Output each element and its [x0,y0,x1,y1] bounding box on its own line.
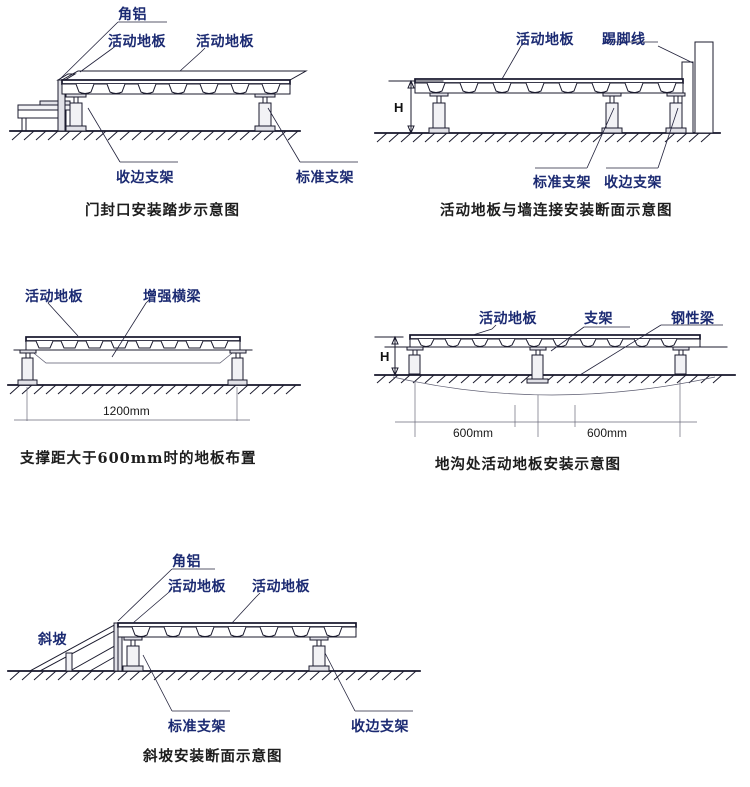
ground-line [7,670,421,681]
figure-trench: H 600mm 600mm [374,285,750,473]
span-left-dimension-label: 600mm [453,426,493,440]
pedestal-standard [601,92,623,134]
raised-floor-panel [60,70,308,95]
leader-lines [47,302,147,358]
raised-floor-panel [13,336,253,351]
leader-lines [59,21,301,163]
height-dimension-label: H [394,100,403,115]
figure-ramp: 角铝 活动地板 活动地板 斜坡 标准支架 收边支架 斜坡安装断面示意图 [0,545,520,765]
caption-trench: 地沟处活动地板安装示意图 [435,456,621,473]
label-raised-floor: 活动地板 [516,31,574,48]
pedestal-middle [526,346,549,384]
pedestal-right [227,349,248,386]
label-reinforced-beam: 增强横梁 [143,288,201,305]
leader-lines [501,45,694,169]
label-skirting: 踢脚线 [602,31,646,48]
label-underlines [47,298,151,304]
height-dimension-group [388,79,444,135]
label-raised-floor: 活动地板 [25,288,83,305]
label-underlines [520,41,658,169]
label-raised-floor-right: 活动地板 [252,578,310,595]
label-raised-floor-left: 活动地板 [168,578,226,595]
leader-lines [472,324,662,376]
ground-line [374,374,736,384]
standard-pedestal-unit [254,93,276,132]
figure-span-1200: 1200mm 活动地板 增强横梁 支撑距大于600mm时的地板布置 [0,275,375,467]
label-standard-pedestal: 标准支架 [532,174,591,191]
raised-floor-panel [117,622,357,638]
pedestal-left [17,349,38,386]
label-edge-pedestal: 收边支架 [604,174,662,191]
raised-floor-panel [384,334,728,348]
label-edge-pedestal: 收边支架 [351,718,409,735]
pedestal-left [406,346,424,375]
label-standard-pedestal: 标准支架 [167,718,226,735]
ground-line [7,384,301,395]
caption-wall-joint: 活动地板与墙连接安装断面示意图 [440,202,673,219]
edge-pedestal-unit [308,636,330,672]
label-raised-floor-left: 活动地板 [108,33,166,50]
ramp-structure [29,622,119,672]
wall-structure [681,41,714,134]
figure-door-step: 角铝 活动地板 活动地板 收边支架 标准支架 门封口安装踏步示意图 [0,0,375,219]
caption-span-1200: 支撑距大于600mm时的地板布置 [20,450,257,467]
label-angle-aluminium: 角铝 [118,6,147,23]
label-underlines [112,21,358,163]
label-edge-pedestal: 收边支架 [116,169,174,186]
standard-pedestal-unit [122,636,144,672]
label-underlines [167,568,413,712]
pedestal-left [428,92,450,134]
span-dimension-group [395,381,697,437]
span-right-dimension-label: 600mm [587,426,627,440]
caption-ramp: 斜坡安装断面示意图 [143,748,283,765]
label-rigid-beam: 钢性梁 [671,310,715,327]
reinforced-beam-element [29,349,237,364]
label-raised-floor-right: 活动地板 [196,33,254,50]
span-dimension-label: 1200mm [103,404,150,418]
leader-lines [117,568,356,712]
caption-door-step: 门封口安装踏步示意图 [85,202,240,219]
height-dimension-label: H [380,349,389,364]
label-ramp: 斜坡 [37,631,67,648]
height-dimension-group [374,335,404,377]
raised-floor-panel [414,78,684,94]
span-dimension-group [14,387,250,421]
label-raised-floor: 活动地板 [479,310,537,327]
label-standard-pedestal: 标准支架 [295,169,354,186]
figure-wall-joint: H 活动地板 踢脚线 标准支架 收边支架 活动地板与墙连接安装断面示意图 [374,0,750,219]
label-angle-aluminium: 角铝 [172,553,201,570]
edge-pedestal-unit [65,93,87,132]
ground-line [9,130,301,141]
pedestal-right [672,346,690,375]
label-pedestal: 支架 [583,310,613,327]
label-underlines [491,324,723,330]
trench-profile [392,376,716,396]
